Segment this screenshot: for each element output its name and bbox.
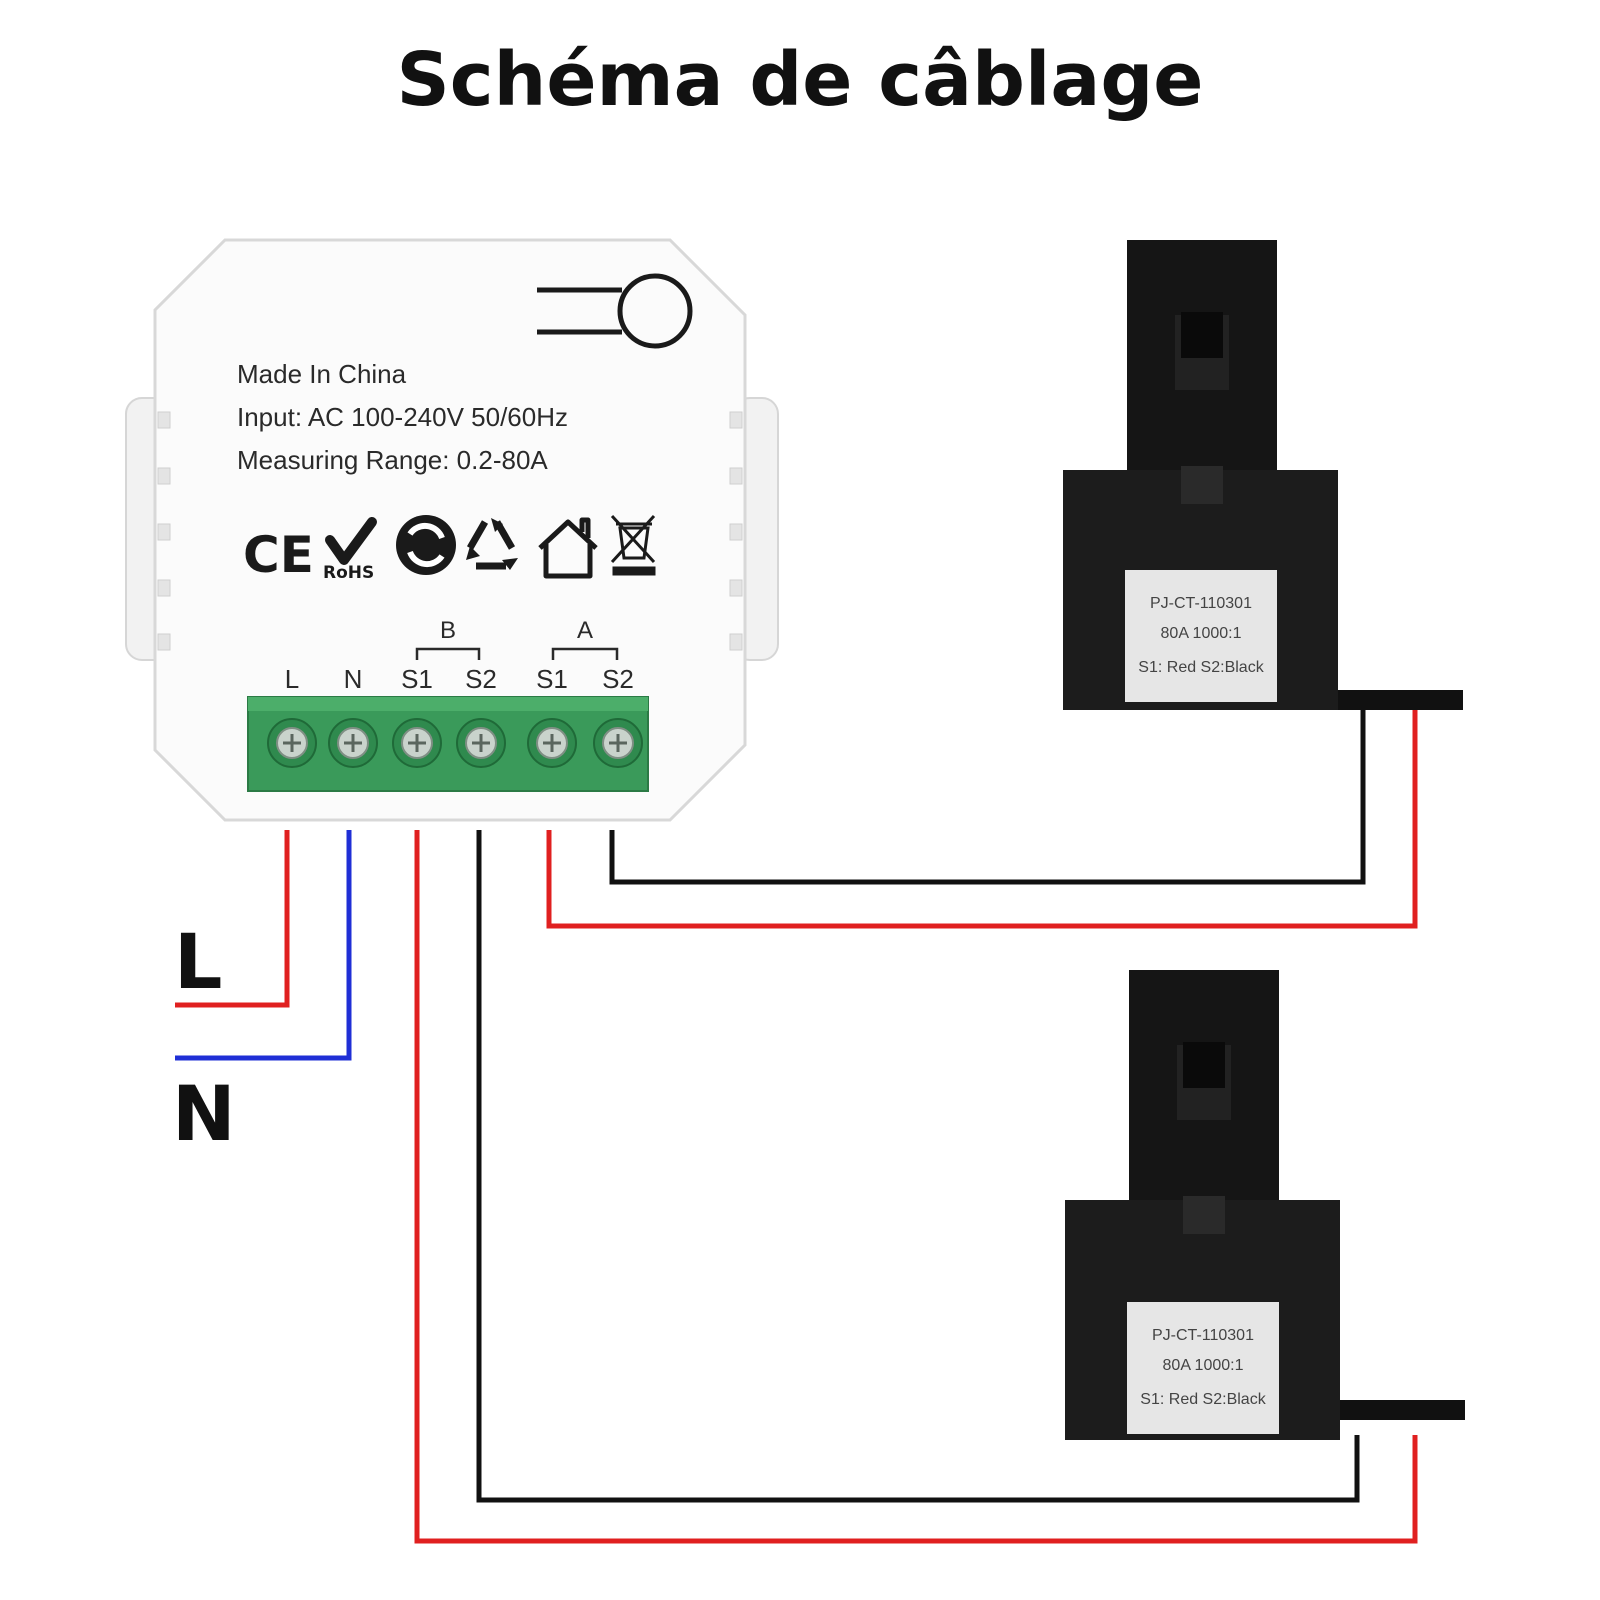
terminal-label-b-s2: S2 <box>465 664 497 694</box>
channel-b-s2-wire <box>476 830 1360 1503</box>
terminal-screw-a-s2 <box>593 718 643 768</box>
energy-meter-module: Made In China Input: AC 100-240V 50/60Hz… <box>125 238 779 822</box>
ct-b-rating: 80A 1000:1 <box>1163 1357 1244 1374</box>
live-wire <box>175 830 290 1008</box>
terminal-screws <box>267 718 643 768</box>
current-transformer-a: PJ-CT-110301 80A 1000:1 S1: Red S2:Black <box>1063 240 1463 710</box>
ct-a-rating: 80A 1000:1 <box>1161 625 1242 642</box>
current-transformer-b: PJ-CT-110301 80A 1000:1 S1: Red S2:Black <box>1065 970 1465 1440</box>
terminal-label-l: L <box>285 664 299 694</box>
recycle-icon <box>466 518 518 570</box>
neutral-label: N <box>172 1069 236 1158</box>
terminal-screw-b-s1 <box>392 718 442 768</box>
neutral-wire <box>175 830 352 1061</box>
group-b-bracket: B <box>415 617 481 660</box>
ce-mark-icon: CE <box>243 526 314 584</box>
device-origin-text: Made In China <box>237 359 407 389</box>
group-b-label: B <box>440 617 456 644</box>
device-range-text: Measuring Range: 0.2-80A <box>237 445 548 475</box>
diagram-title: Schéma de câblage <box>397 37 1204 123</box>
terminal-label-a-s1: S1 <box>536 664 568 694</box>
device-input-text: Input: AC 100-240V 50/60Hz <box>237 402 568 432</box>
live-label: L <box>174 917 222 1006</box>
terminal-label-n: N <box>344 664 363 694</box>
terminal-screw-b-s2 <box>456 718 506 768</box>
group-a-bracket: A <box>551 617 619 660</box>
ct-a-wiring: S1: Red S2:Black <box>1138 659 1264 676</box>
rohs-check-icon: RoHS <box>323 517 377 583</box>
channel-a-s2-wire <box>609 705 1366 885</box>
rohs-label: RoHS <box>323 563 374 583</box>
terminal-screw-a-s1 <box>527 718 577 768</box>
terminal-screw-n <box>328 718 378 768</box>
group-a-label: A <box>577 617 593 644</box>
channel-a-s1-wire <box>546 705 1418 929</box>
terminal-label-a-s2: S2 <box>602 664 634 694</box>
reset-button-icon <box>537 273 693 349</box>
ct-b-model: PJ-CT-110301 <box>1152 1327 1254 1344</box>
ct-a-model: PJ-CT-110301 <box>1150 595 1252 612</box>
weee-bin-icon <box>610 514 656 576</box>
terminal-screw-l <box>267 718 317 768</box>
wires <box>175 705 1418 1544</box>
green-dot-icon <box>396 515 456 575</box>
channel-b-s1-wire <box>414 830 1418 1544</box>
ct-b-wiring: S1: Red S2:Black <box>1140 1391 1266 1408</box>
house-icon <box>538 517 598 579</box>
terminal-label-b-s1: S1 <box>401 664 433 694</box>
